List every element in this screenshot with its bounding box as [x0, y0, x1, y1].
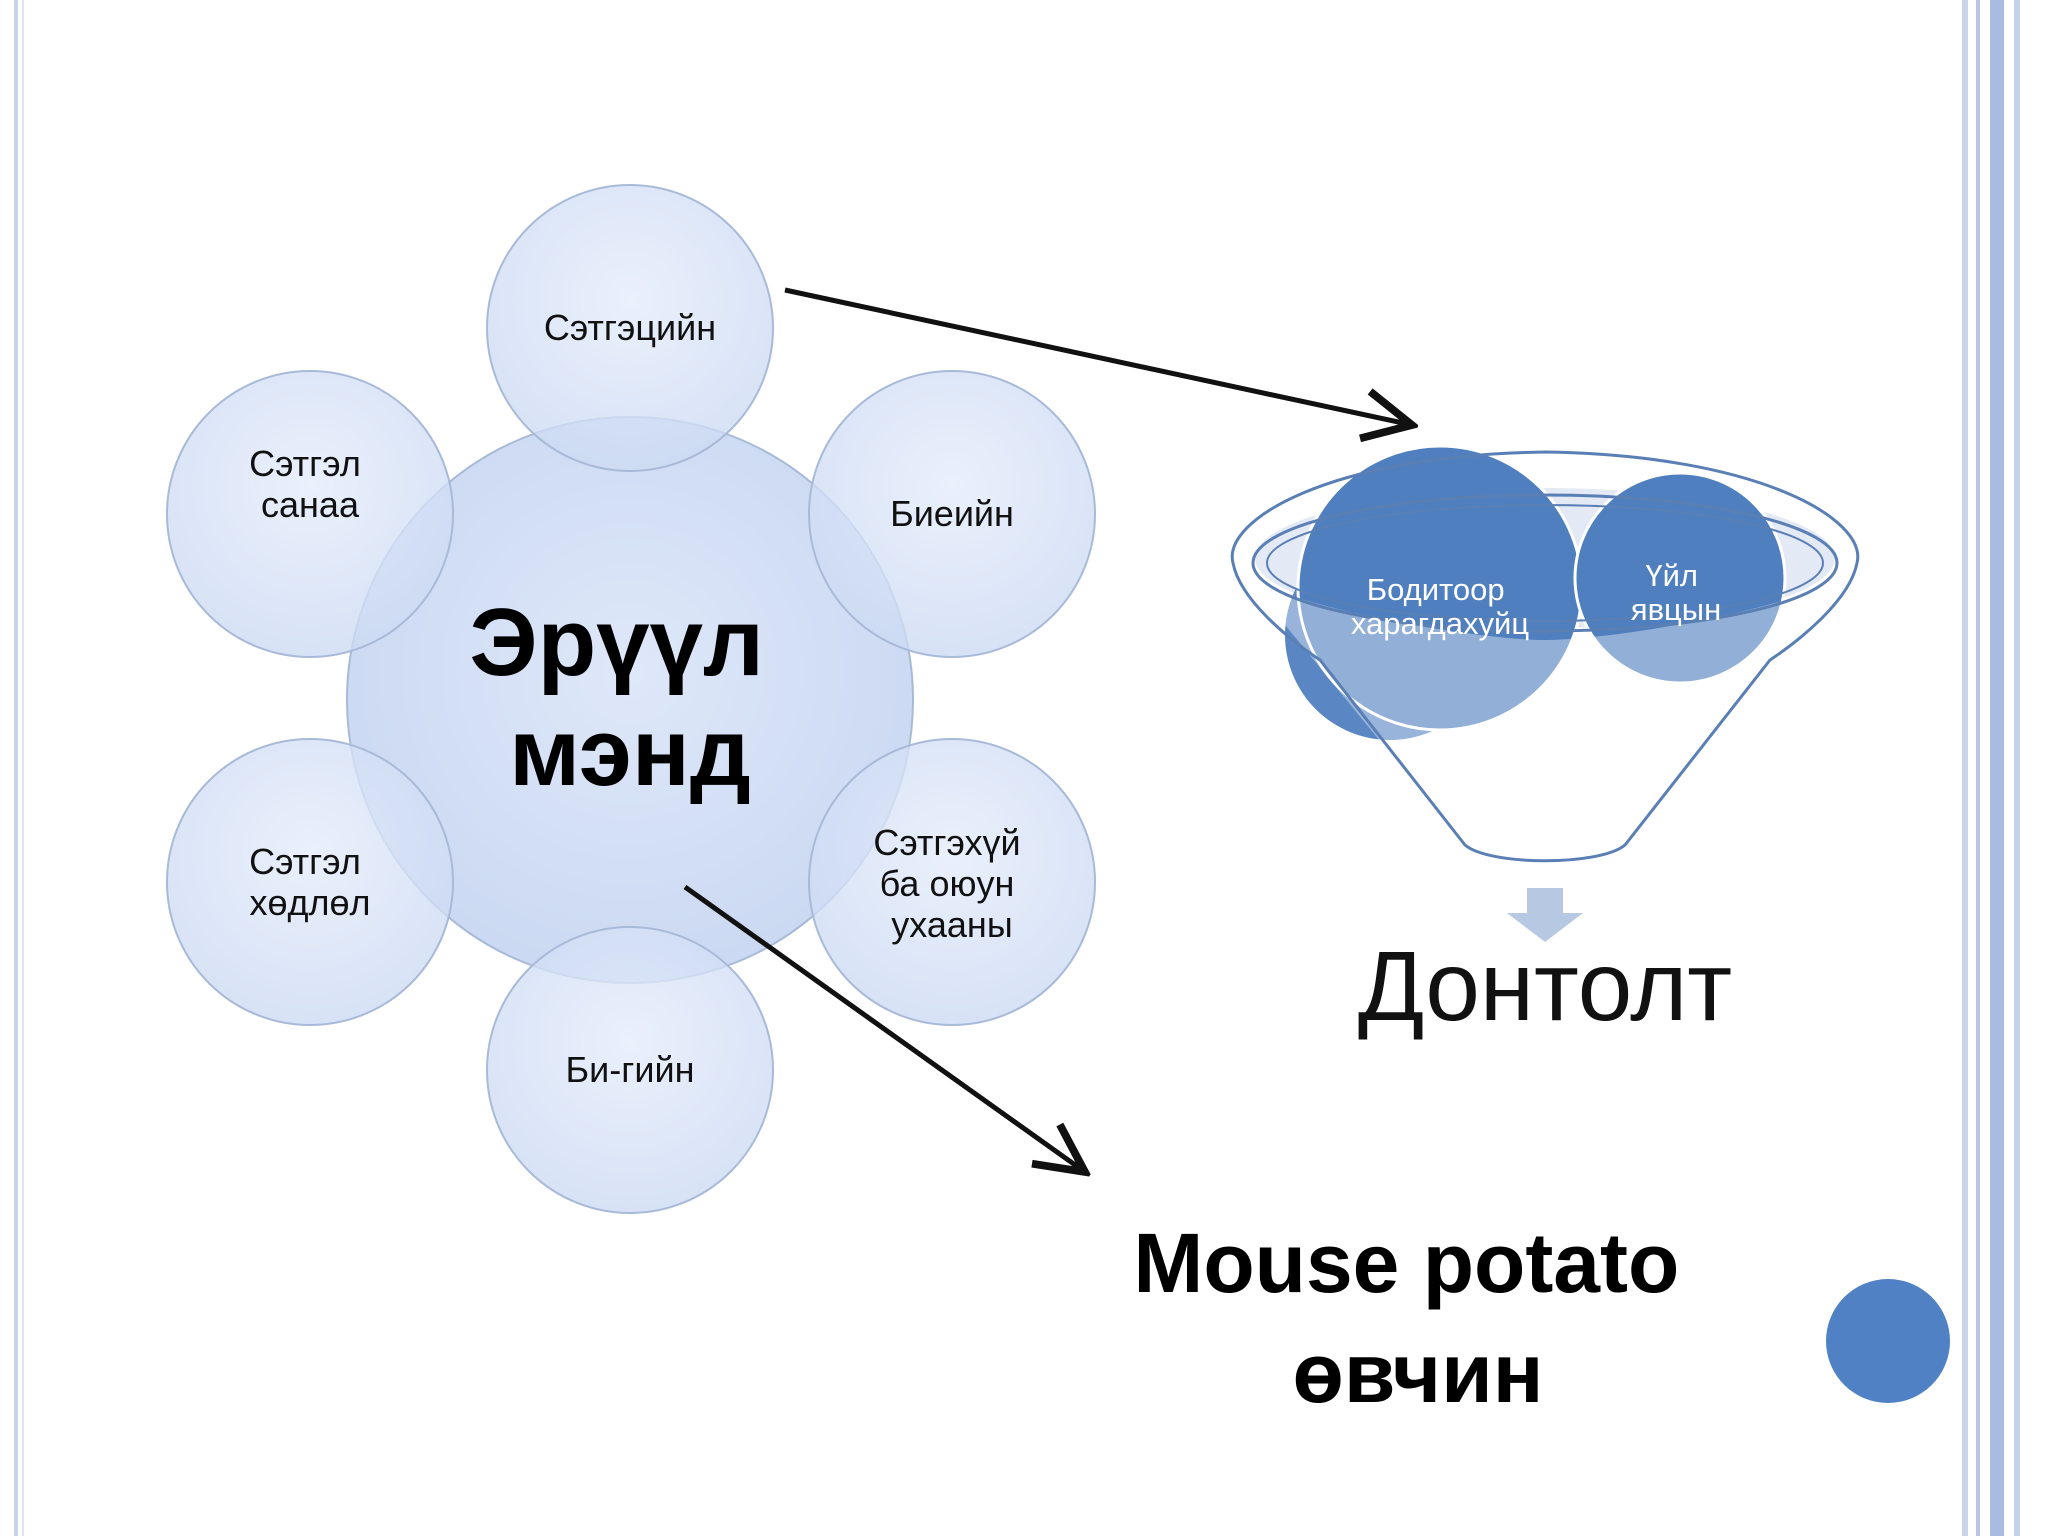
frame-border-inner [2014, 0, 2020, 1536]
frame-border-left-inner [22, 0, 24, 1536]
outcome-label: Mouse potato өвчин [1133, 1216, 1702, 1420]
satellite-label-lower-left: Сэтгэл хөдлөл [249, 841, 371, 923]
satellite-top [486, 184, 774, 472]
satellite-upper-left [166, 370, 454, 658]
frame-border-band [1990, 0, 2004, 1536]
funnel-ball-uil [1573, 471, 1787, 685]
frame-border-outer [1962, 0, 1968, 1536]
frame-border-left [14, 0, 18, 1536]
arrow-right-icon [784, 287, 1412, 425]
satellite-label-lower-right: Сэтгэхүй ба оюун ухааны [873, 822, 1030, 945]
satellite-upper-right [808, 370, 1096, 658]
funnel [1230, 444, 1860, 863]
satellite-bottom [486, 926, 774, 1214]
funnel-result-label: Донтолт [1358, 931, 1732, 1041]
satellite-label-upper-left: Сэтгэл санаа [249, 443, 371, 525]
accent-dot-icon [1826, 1279, 1950, 1403]
satellite-lower-right [808, 738, 1096, 1026]
funnel-ball-label-uil: Үйл явцын [1631, 558, 1721, 627]
arrow-down-icon [1507, 888, 1583, 942]
satellite-label-bottom: Би-гийн [566, 1049, 695, 1090]
satellite-label-top: Сэтгэцийн [544, 307, 716, 348]
frame-border-mid [1976, 0, 1980, 1536]
funnel-ball-label-bodit: Бодитоор харагдахуйц [1351, 572, 1529, 641]
center-label: Эрүүл мэнд [469, 589, 790, 806]
satellite-lower-left [166, 738, 454, 1026]
arrow-down-right-icon [683, 884, 1085, 1172]
satellite-label-upper-right: Биеийн [890, 493, 1014, 534]
